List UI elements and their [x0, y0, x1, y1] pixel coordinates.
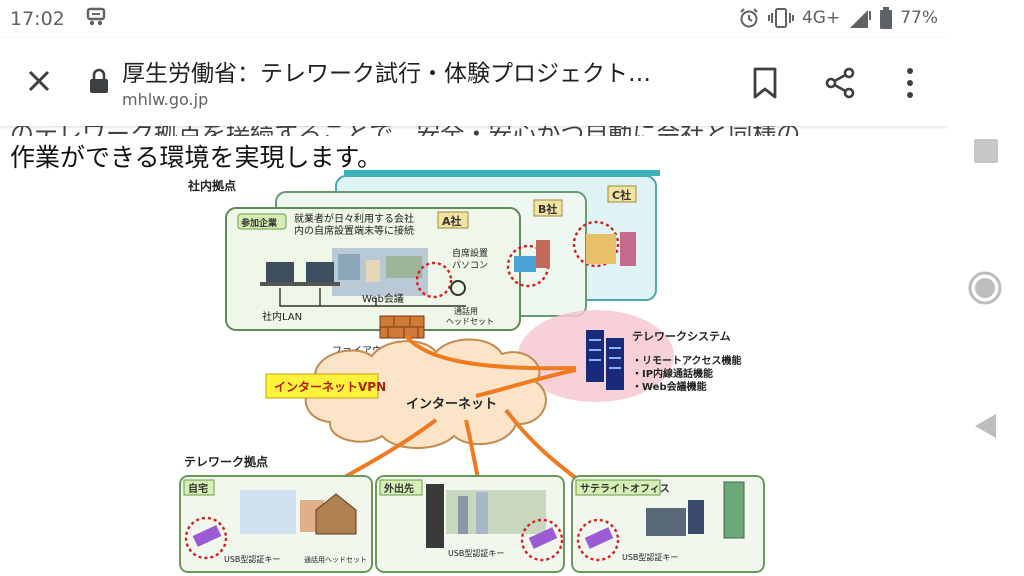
office-site-label: 社内拠点 [187, 178, 236, 193]
battery-level: 77% [900, 8, 938, 28]
satellite-usb-label: USB型認証キー [622, 552, 678, 562]
network-type: 4G+ [801, 8, 841, 28]
headset-line1: 通話用 [454, 306, 478, 316]
participating-label: 参加企業 [241, 217, 278, 229]
alarm-icon [740, 8, 758, 28]
feature-3: ・Web会議機能 [632, 380, 707, 393]
home-icon[interactable] [967, 270, 1003, 306]
page-url[interactable]: mhlw.go.jp [122, 90, 209, 109]
status-indicators: 4G+ 77% [738, 7, 938, 29]
satellite-label: サテライトオフィス [580, 483, 670, 495]
battery-icon [880, 7, 893, 29]
browser-screen: 17:02 4G+ 77% [0, 0, 948, 576]
status-time: 17:02 [10, 8, 65, 30]
status-bar: 17:02 4G+ 77% [0, 0, 948, 38]
home-panel: 自宅 USB型認証キー 通話用ヘッドセット [179, 475, 373, 573]
home-label: 自宅 [188, 482, 208, 495]
vibrate-icon [767, 8, 794, 28]
headset-line2: ヘッドセット [446, 317, 494, 326]
highlight-circle [415, 261, 453, 299]
connect-note-line2: 内の自席設置端末等に接続 [294, 224, 414, 237]
page-content: のテレワーク拠点を接続することで、安全・安心かつ自動に会社と同様の 作業ができる… [0, 100, 948, 576]
laptop-icon [266, 262, 294, 282]
page-title[interactable]: 厚生労働省：テレワーク試行・体験プロジェクト… [122, 61, 651, 87]
outside-label: 外出先 [383, 482, 414, 495]
lan-label: 社内LAN [262, 310, 302, 323]
satellite-panel: サテライトオフィス USB型認証キー [571, 475, 765, 573]
headset-icon [450, 280, 466, 296]
home-headset-label: 通話用ヘッドセット [304, 555, 367, 564]
body-text-line: 作業ができる環境を実現します。 [10, 143, 383, 172]
telework-site-label: テレワーク拠点 [184, 454, 268, 469]
signal-icon [850, 10, 872, 28]
vpn-label: インターネットVPN [274, 380, 386, 394]
notification-icon [86, 7, 106, 26]
outside-panel: 外出先 USB型認証キー [375, 475, 565, 573]
desk-pc-line1: 自席設置 [452, 247, 488, 259]
web-meeting-label: Web会議 [362, 292, 404, 305]
server-icon [586, 330, 604, 382]
company-b-label: B社 [538, 202, 557, 216]
lock-icon[interactable] [89, 68, 109, 94]
internet-label: インターネット [406, 397, 497, 412]
back-icon[interactable] [972, 412, 998, 440]
company-c-label: C社 [612, 188, 631, 202]
connect-note-line1: 就業者が日々利用する会社 [294, 212, 414, 225]
laptop-icon [306, 262, 334, 282]
telework-system-diagram: 社内拠点 C社 B社 A社 参加企業 就業者が日々利用する会社 内の自席設置端末… [176, 170, 768, 576]
system-title: テレワークシステム [632, 330, 731, 343]
share-icon[interactable] [823, 66, 857, 100]
recent-apps-icon[interactable] [974, 139, 998, 163]
feature-2: ・IP内線通話機能 [632, 367, 713, 380]
outside-usb-label: USB型認証キー [448, 548, 504, 558]
custom-tab-toolbar: 厚生労働省：テレワーク試行・体験プロジェクト… mhlw.go.jp [0, 38, 948, 126]
feature-1: ・リモートアクセス機能 [632, 354, 742, 367]
company-a-label: A社 [442, 214, 462, 228]
close-icon[interactable] [22, 64, 56, 98]
more-options-icon[interactable] [898, 64, 922, 102]
bookmark-icon[interactable] [750, 66, 780, 100]
highlight-circle [572, 220, 620, 268]
vpn-badge [265, 373, 379, 399]
desk-pc-line2: パソコン [452, 260, 488, 271]
home-usb-label: USB型認証キー [224, 554, 280, 564]
